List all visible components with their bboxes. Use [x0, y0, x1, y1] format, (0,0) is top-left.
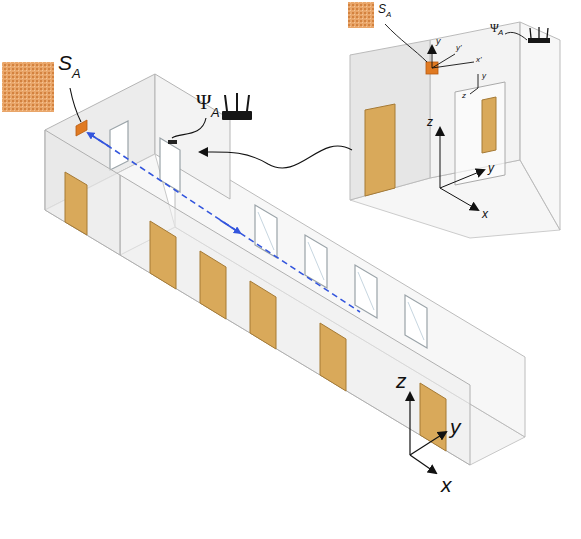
axis-label: y [488, 162, 494, 174]
axis-label: z [462, 92, 466, 100]
router-label: Ψ [490, 22, 499, 34]
main-axes [410, 393, 446, 473]
inset-room [348, 2, 560, 238]
subscript: A [386, 11, 391, 19]
inset-pointer [200, 146, 352, 168]
router-small [168, 140, 177, 144]
leader-line [70, 88, 81, 122]
axis-label: z [427, 116, 433, 128]
axis-label: y' [456, 44, 462, 52]
room-near-wall [45, 130, 120, 255]
leader-line [172, 118, 206, 138]
subscript: A [72, 67, 81, 80]
axis-label: x' [476, 56, 482, 64]
axis-label: x [482, 208, 488, 220]
door-group [65, 172, 446, 451]
arrow-head [88, 133, 110, 147]
router-icon [222, 93, 252, 120]
leader-line [505, 32, 527, 40]
room-back-wall [155, 74, 230, 199]
room-window [160, 138, 180, 192]
surface-label: S [378, 3, 386, 15]
subscript: A [498, 29, 503, 37]
axis-label: y [482, 72, 486, 80]
propagation-path [90, 134, 360, 312]
surface-texture [2, 62, 54, 112]
surface-label: S [58, 52, 72, 73]
axis-label: y [436, 37, 441, 46]
subscript: A [211, 106, 220, 119]
axis-label: z [396, 370, 407, 391]
surface-patch [76, 120, 87, 136]
room-window [110, 121, 128, 170]
router-label: Ψ [196, 92, 212, 113]
axis-label: y [450, 416, 461, 437]
axis-label: x [441, 474, 452, 495]
inset-axes [440, 128, 484, 210]
leader-line [385, 24, 427, 62]
local-axes [432, 46, 478, 94]
arrow-head [220, 220, 240, 233]
